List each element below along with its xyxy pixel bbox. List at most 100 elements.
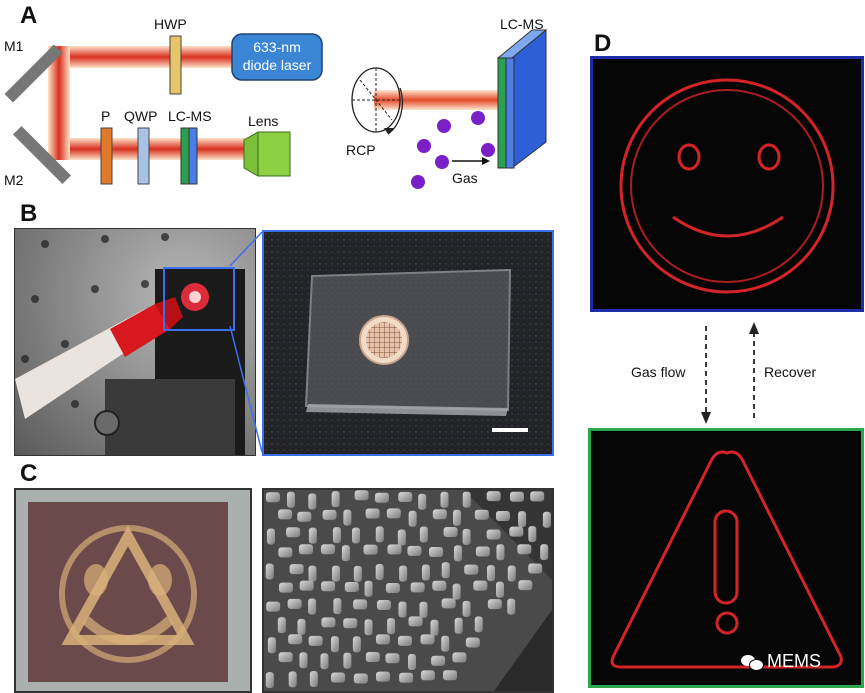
nanopillar [364, 619, 373, 636]
nanopillar [322, 509, 337, 520]
label-qwp: QWP [124, 108, 158, 124]
nanopillar [308, 635, 323, 646]
nanopillar [385, 653, 400, 664]
nanopillar [408, 653, 417, 670]
label-lcms-large: LC-MS [500, 16, 544, 32]
nanopillar [441, 598, 456, 609]
nanopillar [289, 564, 304, 575]
nanopillar [287, 598, 302, 609]
beam-vertical [48, 46, 70, 160]
nanopillar [419, 601, 428, 618]
rcp-arrow [387, 87, 404, 135]
nanopillar [353, 599, 368, 610]
nanopillar [308, 527, 317, 544]
scale-bar [492, 428, 528, 432]
nanopillar [278, 582, 293, 593]
nanopillar [308, 493, 317, 510]
lens-body [257, 131, 291, 177]
nanopillar [397, 635, 412, 646]
label-laser: 633-nm diode laser [242, 39, 312, 73]
nanopillar [432, 580, 447, 591]
nanopillar [540, 544, 549, 561]
label-p: P [101, 108, 111, 124]
nanopillar [376, 599, 391, 610]
nanopillar [375, 526, 384, 543]
optical-setup-diagram [4, 28, 548, 189]
nanopillar [333, 598, 342, 615]
nanopillar [352, 527, 361, 544]
nanopillar [408, 510, 417, 527]
nanopillar [353, 673, 368, 684]
nanopillar [398, 601, 407, 618]
panel-label-c: C [20, 460, 38, 487]
nanopillar [365, 652, 380, 663]
beam-top [48, 46, 248, 68]
nanopillar [320, 653, 329, 670]
nanopillar [387, 618, 396, 635]
nanopillar [321, 617, 336, 628]
label-lens: Lens [248, 113, 279, 129]
nanopillar [297, 511, 312, 522]
nanopillar [331, 491, 340, 508]
label-lcms-small: LC-MS [168, 108, 212, 124]
nanopillar [266, 601, 281, 612]
nanopillar [542, 511, 551, 528]
nanopillar [462, 600, 471, 617]
nanopillar [452, 652, 467, 663]
warning-hologram: MEMS [588, 428, 864, 688]
nanopillar [365, 508, 380, 519]
nanopillar [398, 491, 413, 502]
label-recover: Recover [764, 364, 817, 380]
diode-laser-box [231, 33, 323, 81]
beam-right [374, 90, 498, 110]
nanopillar [309, 671, 318, 688]
polarizer-p [100, 127, 113, 185]
nanopillar [375, 634, 390, 645]
nanopillar [454, 617, 463, 634]
nanopillar [278, 652, 293, 663]
nanopillar [266, 528, 275, 545]
nanopillar [420, 670, 435, 681]
watermark-text: MEMS [767, 651, 821, 671]
nanopillar [267, 637, 276, 654]
nanopillar [364, 580, 373, 597]
nanopillar [297, 618, 306, 635]
nanopillar [453, 545, 462, 562]
nanopillar [528, 526, 537, 543]
hologram-optical-image [14, 488, 252, 693]
nanopillar [475, 546, 490, 557]
nanopillar [474, 616, 483, 633]
setup-photo [14, 228, 256, 456]
nanopillar [486, 491, 501, 502]
nanopillar [399, 565, 408, 582]
label-m1: M1 [4, 38, 24, 54]
nanopillar [507, 565, 516, 582]
nanopillar [343, 509, 352, 526]
panel-label-d: D [594, 30, 612, 57]
nanopillar [462, 528, 471, 545]
nanopillar [286, 527, 301, 538]
nanopillar [473, 580, 488, 591]
nanopillar [321, 581, 336, 592]
nanopillar [419, 526, 428, 543]
mirror-m1 [4, 44, 63, 103]
nanopillar [420, 634, 435, 645]
nanopillar [331, 565, 340, 582]
nanopillar [397, 529, 406, 546]
nanopillar [308, 598, 317, 615]
nanopillar [374, 492, 389, 503]
panel-label-b: B [20, 200, 38, 227]
nanopillar [332, 527, 341, 544]
nanopillar [517, 544, 532, 555]
mirror-m2 [13, 126, 71, 184]
panel-label-a: A [20, 2, 38, 29]
lcms-small-blue [188, 127, 198, 185]
nanopillar [441, 562, 450, 579]
nanopillar [465, 637, 480, 648]
nanopillar [432, 509, 447, 520]
nanopillar [399, 672, 414, 683]
nanopillar [375, 563, 384, 580]
nanopillar [421, 564, 430, 581]
nanopillar [464, 564, 479, 575]
